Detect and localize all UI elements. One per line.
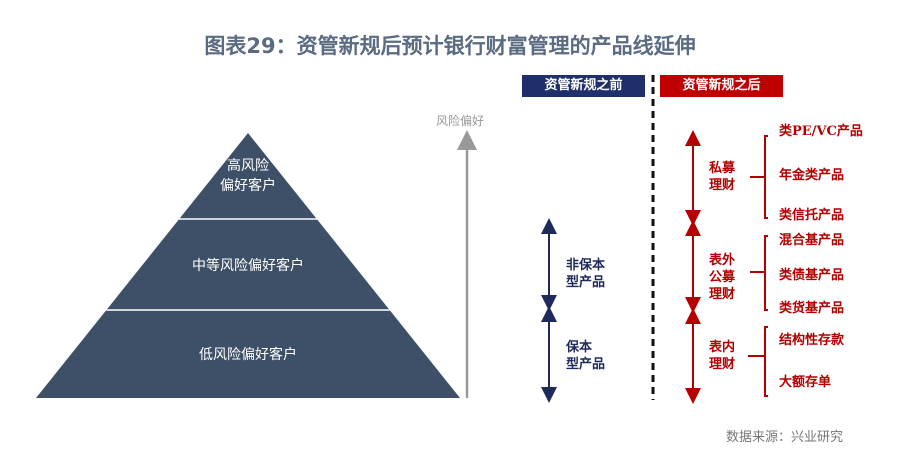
- product-item: 大额存单: [779, 375, 832, 390]
- non-guaranteed-label: 非保本 型产品: [566, 257, 605, 291]
- group-label-public: 表外 公募 理财: [709, 252, 735, 303]
- pyramid-bottom-label: 低风险偏好客户: [199, 347, 297, 363]
- figure-title: 图表29：资管新规后预计银行财富管理的产品线延伸: [204, 34, 696, 58]
- label-line: 私募: [709, 161, 736, 176]
- label-line: 公募: [709, 270, 736, 285]
- pyramid-top-label: 高风险 偏好客户: [198, 156, 298, 196]
- product-item: 类债基产品: [779, 268, 845, 283]
- source-note: 数据来源：兴业研究: [726, 430, 844, 445]
- risk-axis-label: 风险偏好: [436, 114, 485, 128]
- label-line: 理财: [709, 287, 736, 302]
- before-header: 资管新规之前: [522, 75, 645, 97]
- after-header: 资管新规之后: [660, 75, 783, 97]
- product-item: 年金类产品: [779, 168, 845, 183]
- product-item: 类货基产品: [779, 301, 845, 316]
- product-item: 类PE/VC产品: [779, 124, 863, 139]
- guaranteed-label: 保本 型产品: [566, 339, 605, 373]
- bracket: [748, 326, 768, 397]
- label-line: 表外: [709, 253, 736, 268]
- product-item: 类信托产品: [779, 208, 845, 223]
- label-line: 理财: [709, 178, 736, 193]
- label-line: 非保本: [566, 258, 606, 273]
- pyramid-middle-label: 中等风险偏好客户: [192, 258, 304, 274]
- label-line: 高风险: [227, 158, 269, 174]
- label-line: 型产品: [566, 357, 606, 372]
- product-item: 混合基产品: [779, 233, 845, 248]
- label-line: 表内: [709, 340, 736, 355]
- bracket: [750, 135, 768, 219]
- label-line: 理财: [709, 357, 736, 372]
- group-label-onbalance: 表内 理财: [709, 339, 735, 373]
- product-item: 结构性存款: [779, 333, 845, 348]
- group-label-private: 私募 理财: [709, 160, 735, 194]
- bracket: [750, 235, 768, 311]
- label-line: 偏好客户: [220, 178, 276, 194]
- label-line: 保本: [566, 340, 593, 355]
- label-line: 型产品: [566, 275, 606, 290]
- risk-pyramid: [36, 133, 460, 398]
